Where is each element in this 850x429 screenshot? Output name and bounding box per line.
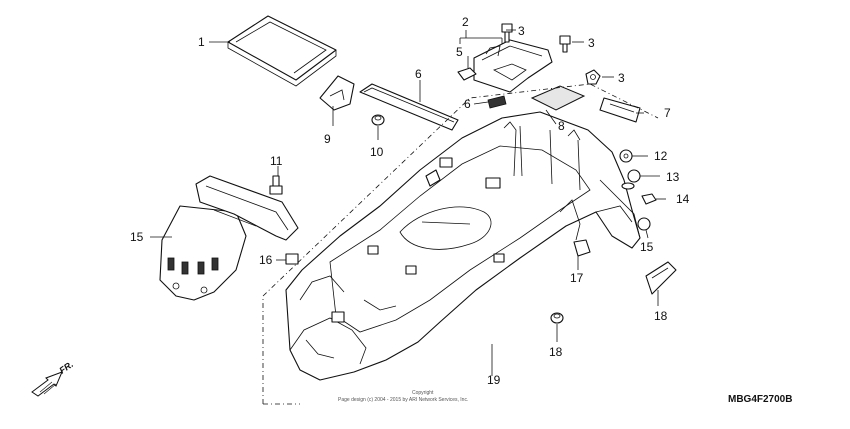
callout-18-upper: 10 xyxy=(370,145,384,159)
part-6-cushion-upper[interactable] xyxy=(457,67,477,81)
callout-3-right-upper: 7 xyxy=(664,106,671,120)
front-arrow-icon xyxy=(31,371,63,397)
assembly-outline xyxy=(262,83,659,404)
diagram-code: MBG4F2700B xyxy=(728,394,792,405)
callout-6-lower: 6 xyxy=(464,97,471,111)
part-3-clip-right-upper[interactable] xyxy=(599,97,641,123)
callout-2: 13 xyxy=(666,170,680,184)
callout-15-left: 3 xyxy=(518,24,525,38)
callout-3-left: 9 xyxy=(324,132,331,146)
part-9-nut[interactable] xyxy=(585,69,601,85)
part-2-nut[interactable] xyxy=(621,169,641,190)
part-7-pad[interactable] xyxy=(227,15,337,87)
callout-11: 15 xyxy=(130,230,144,244)
part-14-bracket[interactable] xyxy=(559,199,591,257)
part-12-grommet[interactable] xyxy=(637,217,651,231)
leader-lines xyxy=(150,29,666,376)
callout-9: 3 xyxy=(618,71,625,85)
part-10-pad[interactable] xyxy=(530,85,586,111)
part-18-grommet-upper[interactable] xyxy=(371,114,385,126)
part-13-clip[interactable] xyxy=(285,253,299,265)
part-5-strap[interactable] xyxy=(359,83,459,131)
callout-3-right-lower: 18 xyxy=(654,309,668,323)
callout-18-lower: 18 xyxy=(549,345,563,359)
callout-6-upper: 5 xyxy=(456,45,463,59)
part-17-bolt[interactable] xyxy=(269,175,283,195)
copyright-line-1: Copyright xyxy=(412,390,434,396)
callout-labels: 1 2 3 3 3 5 6 6 7 8 9 10 11 12 13 14 15 … xyxy=(130,15,690,387)
front-direction-indicator: FR. xyxy=(31,359,75,397)
part-6-cushion-lower[interactable] xyxy=(487,95,507,109)
part-3-clip-left[interactable] xyxy=(319,75,355,111)
part-16-screw[interactable] xyxy=(641,193,657,205)
part-19-bolt[interactable] xyxy=(619,149,633,163)
part-15-bolt-right[interactable] xyxy=(559,35,571,53)
callout-12: 15 xyxy=(640,240,654,254)
callout-19: 12 xyxy=(654,149,668,163)
part-8-rear-fender[interactable] xyxy=(285,111,641,381)
callout-8: 19 xyxy=(487,373,501,387)
callout-13: 16 xyxy=(259,253,273,267)
part-15-bolt-left[interactable] xyxy=(501,23,513,43)
callout-7: 1 xyxy=(198,35,205,49)
callout-15-right: 3 xyxy=(588,36,595,50)
callout-16: 14 xyxy=(676,192,690,206)
part-11-bracket[interactable] xyxy=(159,175,299,301)
callout-5: 6 xyxy=(415,67,422,81)
part-1-bracket[interactable] xyxy=(473,39,553,93)
part-3-clip-right-lower[interactable] xyxy=(645,261,677,295)
callout-14: 17 xyxy=(570,271,584,285)
part-18-grommet-lower[interactable] xyxy=(550,312,564,324)
callout-17: 11 xyxy=(270,154,283,168)
copyright-line-2: Page design (c) 2004 - 2015 by ARI Netwo… xyxy=(338,397,468,403)
callout-10: 8 xyxy=(558,119,565,133)
callout-1: 2 xyxy=(462,15,469,29)
